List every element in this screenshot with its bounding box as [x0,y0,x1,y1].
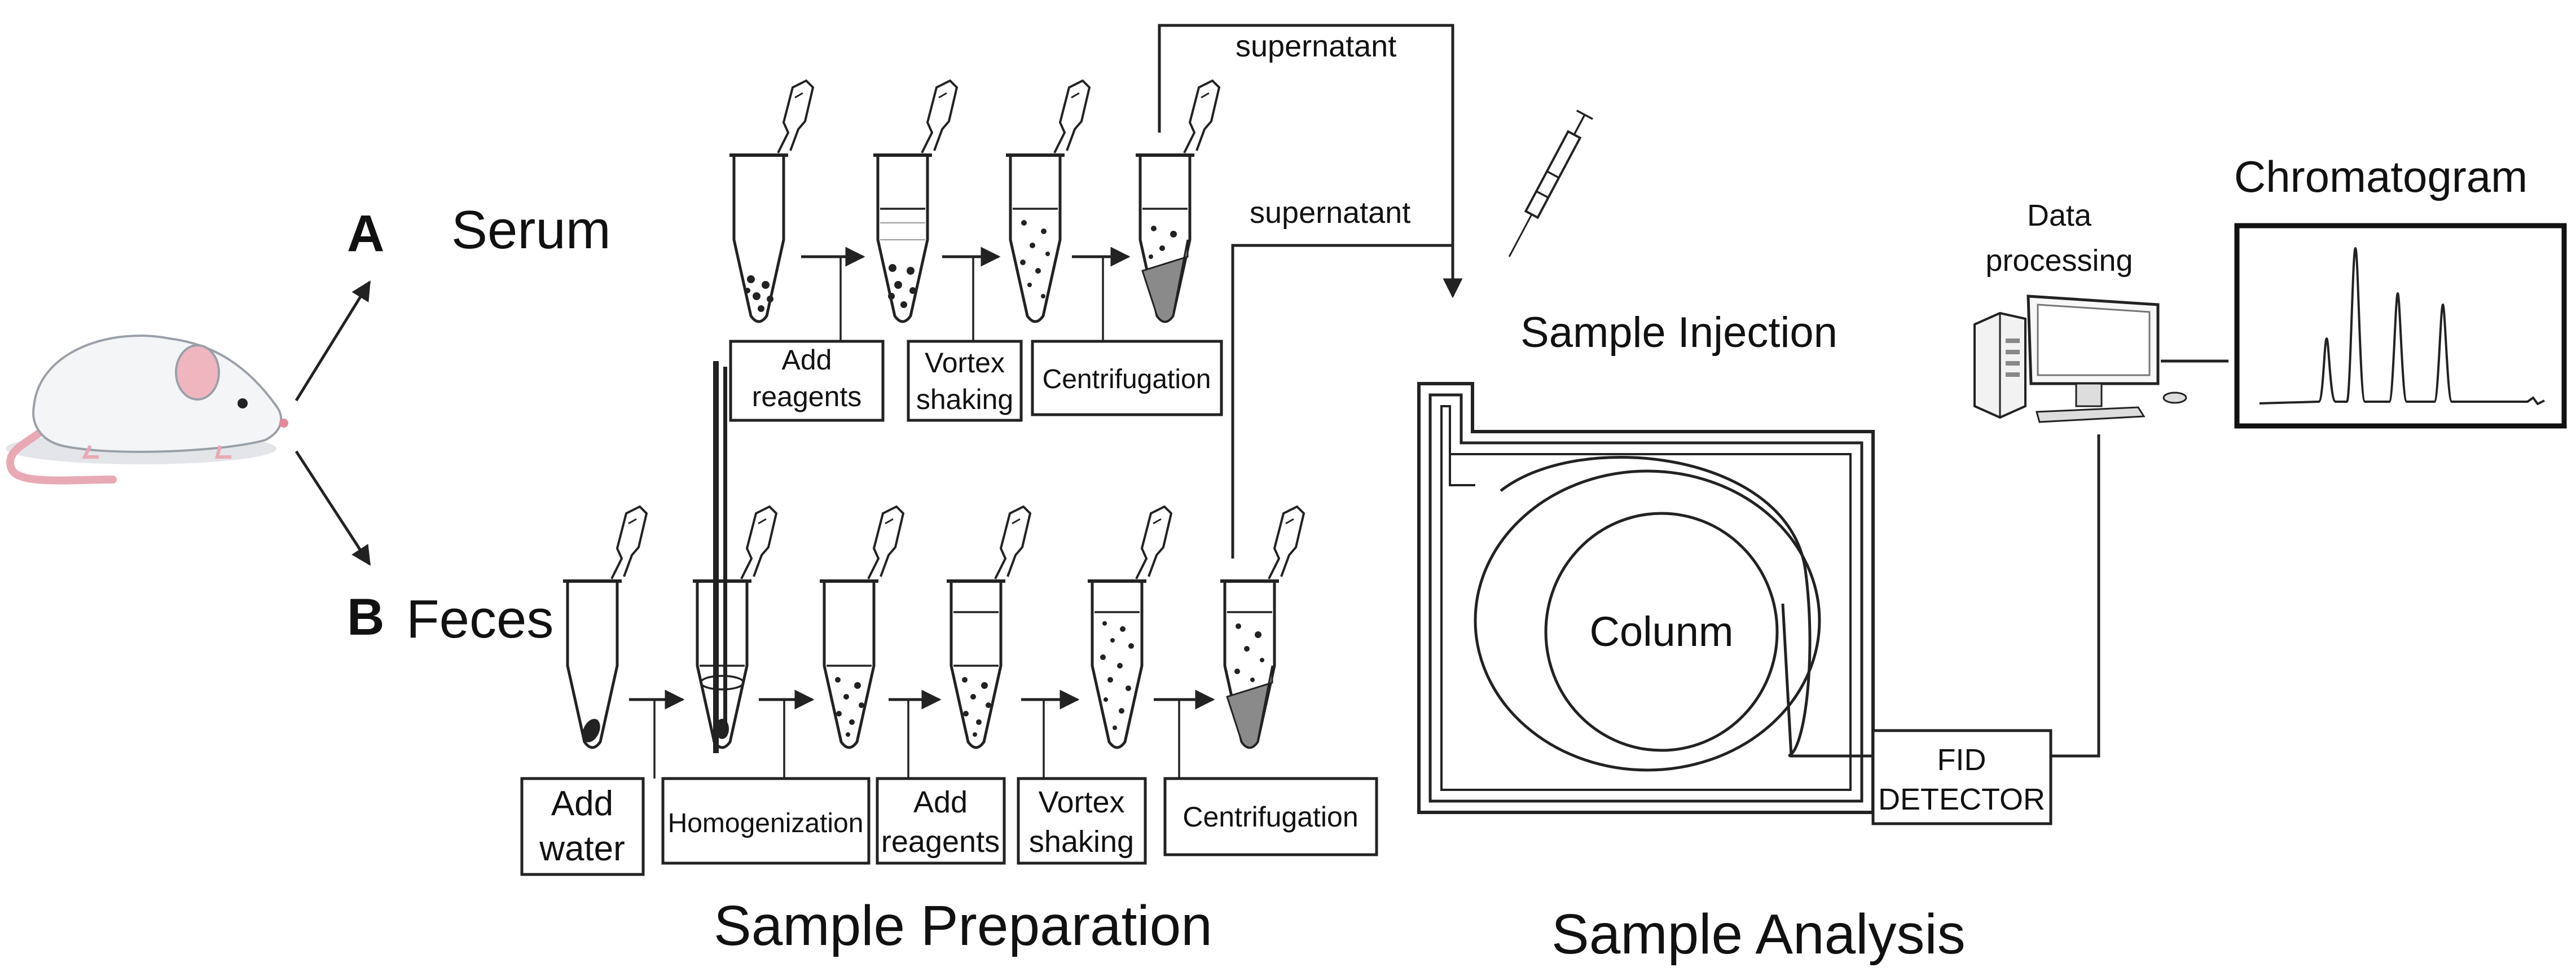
chromatogram-trace [2259,247,2545,406]
svg-text:Add: Add [913,785,968,819]
branch-b-label: B [347,588,384,646]
column-label: Colunm [1590,608,1734,655]
svg-text:FID: FID [1937,743,1986,777]
svg-text:Centrifugation: Centrifugation [1183,801,1358,833]
feces-tube-6 [1220,507,1304,748]
serum-step-vortex-shaking: Vortex shaking [907,340,1023,422]
computer-icon [1973,294,2187,423]
sample-preparation-label: Sample Preparation [714,894,1212,957]
syringe-icon [1508,109,1593,257]
feces-supernatant-path [1231,244,1453,559]
svg-text:water: water [539,829,625,868]
feces-step-homogenization: Homogenization [661,777,871,865]
svg-text:reagents: reagents [881,825,1000,859]
arrow-to-feces [294,450,371,566]
chromatogram-title: Chromatogram [2234,152,2527,201]
feces-step-vortex-shaking: Vortex shaking [1017,777,1147,865]
serum-tubes [729,81,1219,322]
feces-label: Feces [406,589,553,649]
svg-text:Add: Add [782,344,832,376]
svg-text:shaking: shaking [1029,825,1134,859]
serum-tube-1 [729,81,813,322]
branch-a-label: A [347,205,384,262]
feces-step-add-reagents: Add reagents [876,777,1006,865]
feces-tube-1 [563,507,647,748]
data-processing-label-1: Data [2027,199,2092,232]
serum-tube-3 [1006,81,1089,322]
feces-tube-5 [1088,507,1171,748]
chromatogram-plot [2234,223,2567,429]
supernatant-label-mid: supernatant [1250,196,1410,230]
svg-text:DETECTOR: DETECTOR [1878,782,2045,816]
feces-tubes [563,361,1304,753]
arrow-to-serum [294,280,371,402]
svg-text:shaking: shaking [916,384,1013,415]
svg-text:Vortex: Vortex [925,347,1005,379]
svg-text:Homogenization: Homogenization [668,808,864,838]
feces-tube-2 [693,507,776,748]
sample-injection-label: Sample Injection [1520,309,1838,357]
sample-analysis-label: Sample Analysis [1551,903,1966,966]
svg-text:Vortex: Vortex [1038,785,1124,819]
serum-step-add-reagents: Add reagents [729,340,885,422]
feces-tube-4 [947,507,1030,748]
homogenizer-probe [713,361,719,753]
serum-step-centrifugation: Centrifugation [1031,340,1223,416]
feces-step-add-water: Add water [520,777,645,876]
detector-to-computer-line [2051,434,2100,758]
serum-tube-4 [1136,81,1219,322]
data-processing-label-2: processing [1985,244,2133,278]
supernatant-label-top: supernatant [1236,29,1396,63]
gc-oven [1417,382,1875,814]
serum-label: Serum [451,200,611,260]
svg-text:Centrifugation: Centrifugation [1043,364,1211,394]
feces-tube-3 [820,507,903,748]
svg-text:Add: Add [551,784,613,823]
serum-tube-2 [873,81,957,322]
mouse-illustration [6,335,288,485]
fid-detector: FID DETECTOR [1871,729,2052,825]
column-coil [1474,455,1879,772]
svg-text:reagents: reagents [752,381,862,412]
feces-step-centrifugation: Centrifugation [1163,777,1378,856]
serum-supernatant-path [1158,24,1463,298]
